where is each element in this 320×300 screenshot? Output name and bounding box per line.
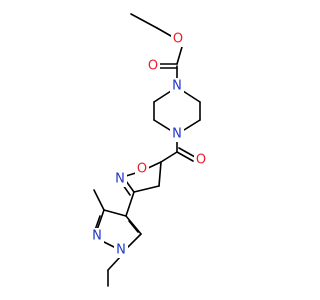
atom-symbol: O [148, 59, 158, 74]
bond [127, 233, 142, 248]
bond [158, 161, 162, 187]
bond [153, 119, 171, 131]
bond [176, 151, 194, 162]
atom-o-ester: O [171, 31, 185, 47]
bond [160, 151, 178, 163]
structure-drawing: O O N N O O N N [90, 13, 208, 287]
atom-symbol: N [92, 229, 102, 244]
bonds [93, 13, 201, 287]
bond [103, 209, 127, 217]
bond [96, 209, 105, 231]
bond [133, 185, 160, 193]
atom-n-piperazine-top: N [170, 78, 184, 94]
atom-symbol: O [196, 153, 206, 168]
atom-o-isoxazoline: O [135, 161, 149, 177]
atom-o-carbonyl-ester: O [146, 58, 160, 74]
atom-n-pyrazole-2: N [90, 228, 104, 244]
bond [107, 255, 122, 271]
bond [178, 147, 196, 158]
atom-symbol: N [172, 79, 182, 94]
bond [125, 215, 142, 235]
atom-symbol: N [116, 243, 126, 258]
bond [130, 13, 158, 29]
molecule-diagram: O O N N O O N N [90, 13, 208, 287]
bond [128, 220, 139, 233]
atom-n-piperazine-bottom: N [170, 126, 184, 142]
bond [153, 90, 172, 103]
atom-n-pyrazole-1: N [114, 242, 128, 258]
atom-n-isoxazoline: N [113, 171, 127, 187]
atom-labels: O O N N O O N N [90, 31, 208, 258]
atom-symbol: O [137, 162, 147, 177]
bond [183, 119, 201, 131]
bond [182, 90, 201, 103]
bond [156, 27, 172, 37]
atom-symbol: N [172, 127, 182, 142]
bond [93, 189, 105, 211]
atom-symbol: O [173, 32, 183, 47]
bond [125, 191, 135, 217]
atom-o-amide: O [194, 152, 208, 168]
bond [125, 180, 135, 193]
atom-symbol: N [115, 172, 125, 187]
